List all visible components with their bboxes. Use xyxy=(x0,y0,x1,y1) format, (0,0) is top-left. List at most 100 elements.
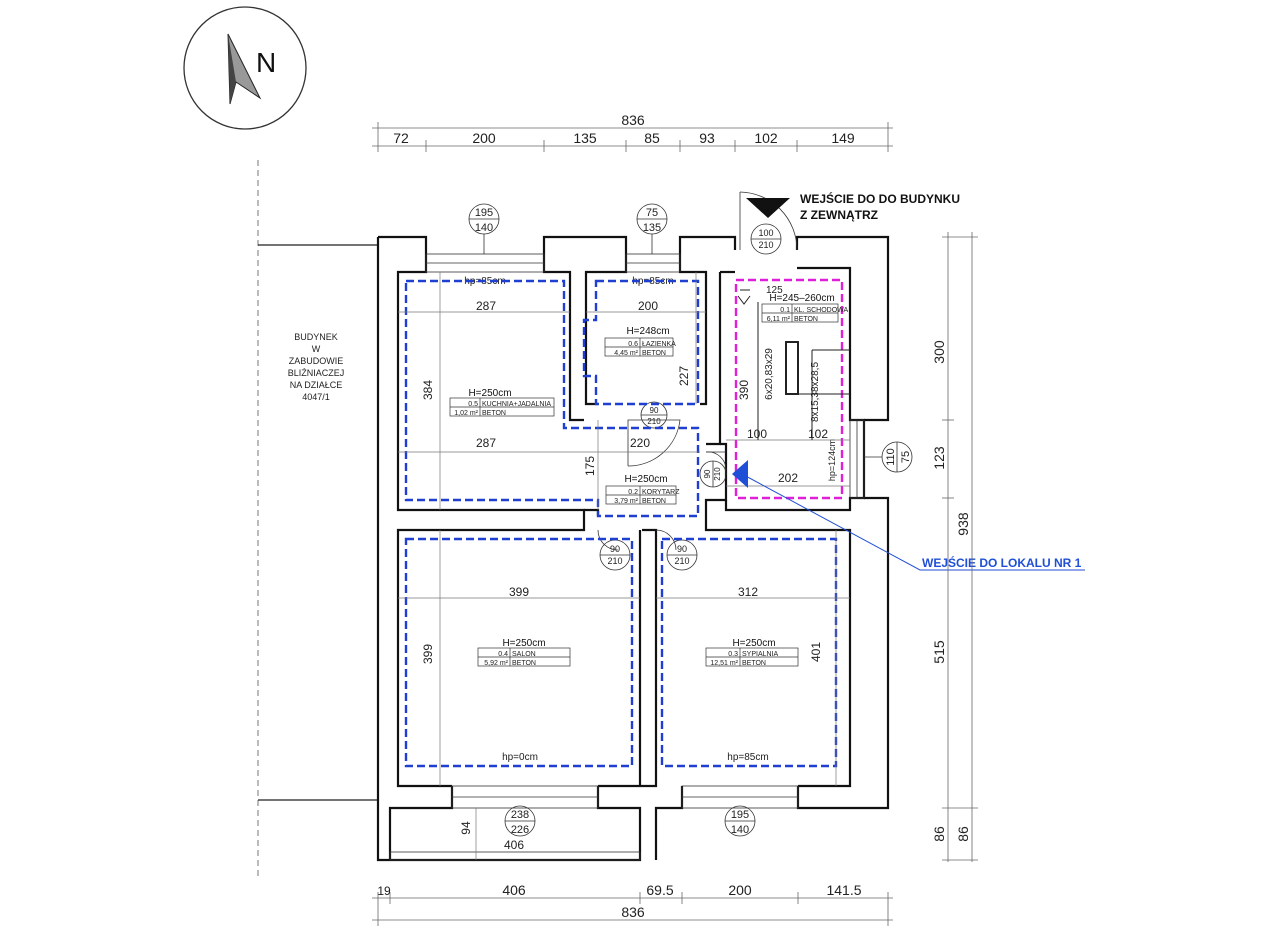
bottom-total-dim: 836 xyxy=(621,904,645,920)
kitchen-dim-top: 287 xyxy=(476,299,496,313)
door-salon-w: 90 xyxy=(610,544,620,554)
door-entry-w: 100 xyxy=(758,228,773,238)
kitchen-code: 0.5 xyxy=(468,401,478,408)
window-bedroom-w: 195 xyxy=(731,809,749,821)
top-dim-1: 72 xyxy=(393,130,409,146)
bath-name: ŁAZIENKA xyxy=(642,341,676,348)
stair-steps-2: 8x15,38x28,5 xyxy=(810,362,821,422)
windows xyxy=(389,253,865,861)
salon-height: H=250cm xyxy=(502,638,545,649)
corridor-label-box xyxy=(605,485,677,505)
kitchen-dim-side: 384 xyxy=(421,380,435,400)
bath-label-box xyxy=(604,337,674,357)
right-dim-3: 515 xyxy=(931,640,947,664)
bottom-dim-2: 406 xyxy=(502,882,526,898)
neighbor-line-4: BLIŹNIACZEJ xyxy=(288,368,345,378)
inner-dimension-lines xyxy=(398,272,850,786)
building-entrance-marker-icon xyxy=(746,198,790,218)
right-dim-extra: 86 xyxy=(955,826,971,842)
door-bedroom-h: 210 xyxy=(674,556,689,566)
north-arrow-shade xyxy=(228,34,236,104)
staircase xyxy=(737,289,850,440)
stair-dim-a: 100 xyxy=(747,427,767,441)
top-dim-2: 200 xyxy=(472,130,496,146)
bottom-dimension-chain xyxy=(372,892,893,926)
bottom-dim-4: 200 xyxy=(728,882,752,898)
unit-entrance-marker-icon xyxy=(732,460,748,488)
kitchen-name: KUCHNIA+JADALNIA xyxy=(482,401,551,408)
bottom-dim-3: 69.5 xyxy=(646,882,673,898)
top-total-dim: 836 xyxy=(621,112,645,128)
window-bath-h: 135 xyxy=(643,222,661,234)
stair-height: H=245–260cm xyxy=(769,293,834,304)
bath-outline xyxy=(582,279,700,406)
salon-code: 0.4 xyxy=(498,651,508,658)
stair-code: 0.1 xyxy=(780,307,790,314)
corridor-dim-top: 220 xyxy=(630,436,650,450)
window-salon-h: 226 xyxy=(511,824,529,836)
window-bedroom-h: 140 xyxy=(731,824,749,836)
window-salon-w: 238 xyxy=(511,809,529,821)
right-total-dim: 938 xyxy=(955,512,971,536)
kitchen-height: H=250cm xyxy=(468,388,511,399)
window-tags xyxy=(468,203,913,837)
bedroom-dim-side: 401 xyxy=(809,642,823,662)
stair-steps-1: 6x20,83x29 xyxy=(764,348,775,400)
window-salon-hp: hp=0cm xyxy=(502,752,538,763)
top-dim-7: 149 xyxy=(831,130,855,146)
window-bedroom-hp: hp=85cm xyxy=(727,752,768,763)
unit-entrance-leader xyxy=(741,473,1085,571)
right-dim-4: 86 xyxy=(931,826,947,842)
bottom-dim-1: 19 xyxy=(377,884,391,898)
salon-dim-top: 399 xyxy=(509,585,529,599)
neighbor-line-3: ZABUDOWIE xyxy=(289,356,344,366)
stair-dim-bottom: 202 xyxy=(778,471,798,485)
salon-depth: 94 xyxy=(459,821,473,835)
bedroom-floor: BETON xyxy=(742,660,766,667)
bath-area: 4,45 m² xyxy=(614,350,638,357)
top-dim-4: 85 xyxy=(644,130,660,146)
neighbor-line-5: NA DZIAŁCE xyxy=(290,380,343,390)
salon-area: 5,92 m² xyxy=(484,660,508,667)
corridor-area: 3,79 m² xyxy=(614,498,638,505)
window-bath-w: 75 xyxy=(646,207,658,219)
bedroom-dim-top: 312 xyxy=(738,585,758,599)
top-dimension-chain xyxy=(372,122,893,152)
salon-floor: BETON xyxy=(512,660,536,667)
top-dim-6: 102 xyxy=(754,130,778,146)
door-bath-h: 210 xyxy=(647,417,661,426)
window-stair-w: 110 xyxy=(885,448,897,466)
stair-dim-side: 390 xyxy=(737,380,751,400)
north-arrow: N xyxy=(183,6,307,130)
bedroom-code: 0.3 xyxy=(728,651,738,658)
door-bedroom-w: 90 xyxy=(677,544,687,554)
window-bath-hp: hp=85cm xyxy=(632,276,673,287)
neighbor-line-6: 4047/1 xyxy=(302,392,330,402)
door-unit-w: 90 xyxy=(703,469,712,478)
bedroom-label-box xyxy=(705,647,799,667)
salon-dim-side: 399 xyxy=(421,644,435,664)
door-unit-h: 210 xyxy=(713,467,722,481)
kitchen-outline xyxy=(404,279,700,518)
entrance-building-line-1: WEJŚCIE DO DO BUDYNKU xyxy=(800,191,960,206)
north-label: N xyxy=(256,47,276,78)
salon-outline xyxy=(404,537,634,768)
salon-name: SALON xyxy=(512,651,536,658)
corridor-code: 0.2 xyxy=(628,489,638,496)
corridor-name: KORYTARZ xyxy=(642,489,680,496)
salon-label-box xyxy=(477,647,571,667)
bath-dim-side: 227 xyxy=(677,366,691,386)
bath-dim-top: 200 xyxy=(638,299,658,313)
stair-level: 125 xyxy=(766,285,783,296)
bath-floor: BETON xyxy=(642,350,666,357)
bedroom-area: 12,51 m² xyxy=(710,660,738,667)
bedroom-name: SYPIALNIA xyxy=(742,651,779,658)
neighbor-line-1: BUDYNEK xyxy=(294,332,338,342)
right-dim-2: 123 xyxy=(931,446,947,470)
doors xyxy=(597,191,798,551)
door-bath-w: 90 xyxy=(650,406,659,415)
door-entry-h: 210 xyxy=(758,240,773,250)
bedroom-height: H=250cm xyxy=(732,638,775,649)
neighbor-line-2: W xyxy=(312,344,321,354)
